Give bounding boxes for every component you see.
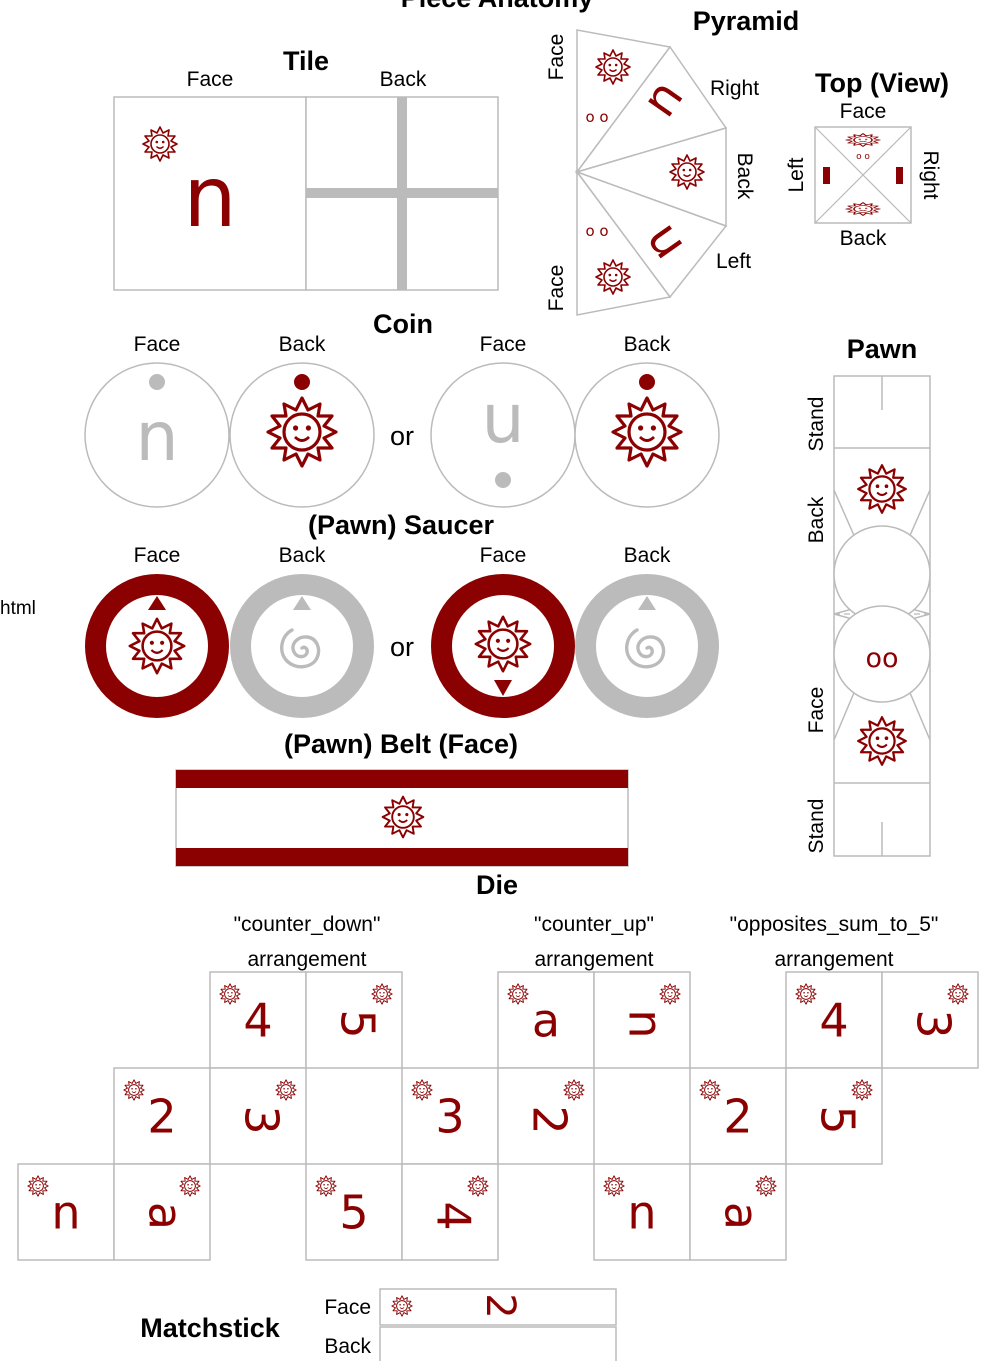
pyramid-title: Pyramid xyxy=(693,6,800,36)
die-section: Die "counter_down" arrangement 4 5 2 3 n a "coun… xyxy=(18,870,978,1260)
die-cell-value: 2 xyxy=(523,1105,577,1134)
coin-label-2: Back xyxy=(279,333,326,356)
pyramid-left-label: Left xyxy=(716,250,751,273)
top-view-left-label: Left xyxy=(785,157,808,192)
matchstick-section: Matchstick Face Back 2 xyxy=(140,1289,616,1361)
matchstick-face-label: Face xyxy=(324,1296,371,1319)
tile-back-cross-horizontal xyxy=(306,188,498,198)
die-arrangement-name: "opposites_sum_to_5" xyxy=(730,913,939,936)
pyramid-right-label: Right xyxy=(710,77,759,100)
die-cell-value: a xyxy=(139,1202,193,1230)
saucer-label-1: Face xyxy=(134,544,181,567)
pyramid-eyes-bottom: o o xyxy=(585,222,608,240)
die-cell-value: 4 xyxy=(427,1201,481,1230)
die-cell-value: n xyxy=(51,1186,80,1240)
page-title: Piece Anatomy xyxy=(401,0,594,13)
coin-or: or xyxy=(390,421,414,451)
top-view-left-mark xyxy=(823,167,830,184)
top-view-back-label: Back xyxy=(840,227,887,250)
coin-face-2-glyph: u xyxy=(481,380,524,459)
top-view-right-label: Right xyxy=(919,150,942,199)
coin-section: Coin Face Back Face Back n or u xyxy=(85,309,719,507)
coin-label-3: Face xyxy=(480,333,527,356)
pyramid-section: Pyramid Face Right Back Left Face o o u … xyxy=(545,6,799,315)
die-cell-value: 5 xyxy=(339,1186,368,1240)
coin-label-4: Back xyxy=(624,333,671,356)
top-view-title: Top (View) xyxy=(815,68,949,98)
belt-title: (Pawn) Belt (Face) xyxy=(284,729,518,759)
coin-label-1: Face xyxy=(134,333,181,356)
saucer-label-3: Face xyxy=(480,544,527,567)
pawn-stand-bottom-label: Stand xyxy=(805,799,828,854)
saucer-title: (Pawn) Saucer xyxy=(308,510,495,540)
pawn-title: Pawn xyxy=(847,334,918,364)
die-cell-value: 3 xyxy=(435,1090,464,1144)
die-title: Die xyxy=(476,870,518,900)
die-arrangement-sub: arrangement xyxy=(774,948,893,971)
pawn-face-label: Face xyxy=(805,687,828,734)
pawn-eyes: oo xyxy=(865,643,898,674)
die-arrangement-name: "counter_down" xyxy=(234,913,381,936)
die-cell-value: a xyxy=(715,1202,769,1230)
die-cell-value: n xyxy=(627,1186,656,1240)
die-cell-value: a xyxy=(532,994,560,1048)
pawn-stand-top-label: Stand xyxy=(805,397,828,452)
stray-text: html xyxy=(0,598,36,619)
die-cell-value: 3 xyxy=(235,1105,289,1134)
coin-face-1-glyph: n xyxy=(135,398,178,477)
die-cell-value: 5 xyxy=(811,1105,865,1134)
saucer-section: (Pawn) Saucer Face Back Face Back or xyxy=(85,510,719,718)
top-view-right-mark xyxy=(896,167,903,184)
saucer-label-2: Back xyxy=(279,544,326,567)
tile-title: Tile xyxy=(283,46,329,76)
matchstick-title: Matchstick xyxy=(140,1313,281,1343)
matchstick-back-label: Back xyxy=(324,1335,371,1358)
tile-face-label: Face xyxy=(187,68,234,91)
saucer-or: or xyxy=(390,632,414,662)
pawn-back-label: Back xyxy=(805,496,828,543)
pyramid-back-label: Back xyxy=(733,153,756,200)
tile-back-label: Back xyxy=(380,68,427,91)
die-cell-value: 2 xyxy=(147,1090,176,1144)
pyramid-eyes-top: o o xyxy=(585,108,608,126)
pawn-section: Pawn Stand Back Face Stand oo xyxy=(805,334,930,856)
die-cell-value: 3 xyxy=(907,1009,961,1038)
die-cell-value: 4 xyxy=(819,994,848,1048)
tile-section: Tile Face Back n xyxy=(114,46,498,290)
matchstick-glyph: 2 xyxy=(477,1293,523,1318)
die-cell-value: 4 xyxy=(243,994,272,1048)
die-cell-value: 5 xyxy=(331,1009,385,1038)
svg-text:o o: o o xyxy=(856,152,870,162)
pyramid-face-top-label: Face xyxy=(545,34,568,81)
die-arrangement-sub: arrangement xyxy=(247,948,366,971)
die-cell-value: n xyxy=(619,1009,673,1038)
top-view-section: Top (View) Face Back Left Right o o xyxy=(785,68,949,250)
die-arrangement-name: "counter_up" xyxy=(534,913,654,936)
die-cell-value: 2 xyxy=(723,1090,752,1144)
die-arrangement-sub: arrangement xyxy=(534,948,653,971)
saucer-label-4: Back xyxy=(624,544,671,567)
tile-face-glyph: n xyxy=(183,148,236,246)
matchstick-back xyxy=(380,1327,616,1361)
belt-section: (Pawn) Belt (Face) xyxy=(176,729,628,866)
top-view-face-label: Face xyxy=(840,100,887,123)
pyramid-face-bottom-label: Face xyxy=(545,265,568,312)
coin-title: Coin xyxy=(373,309,433,339)
